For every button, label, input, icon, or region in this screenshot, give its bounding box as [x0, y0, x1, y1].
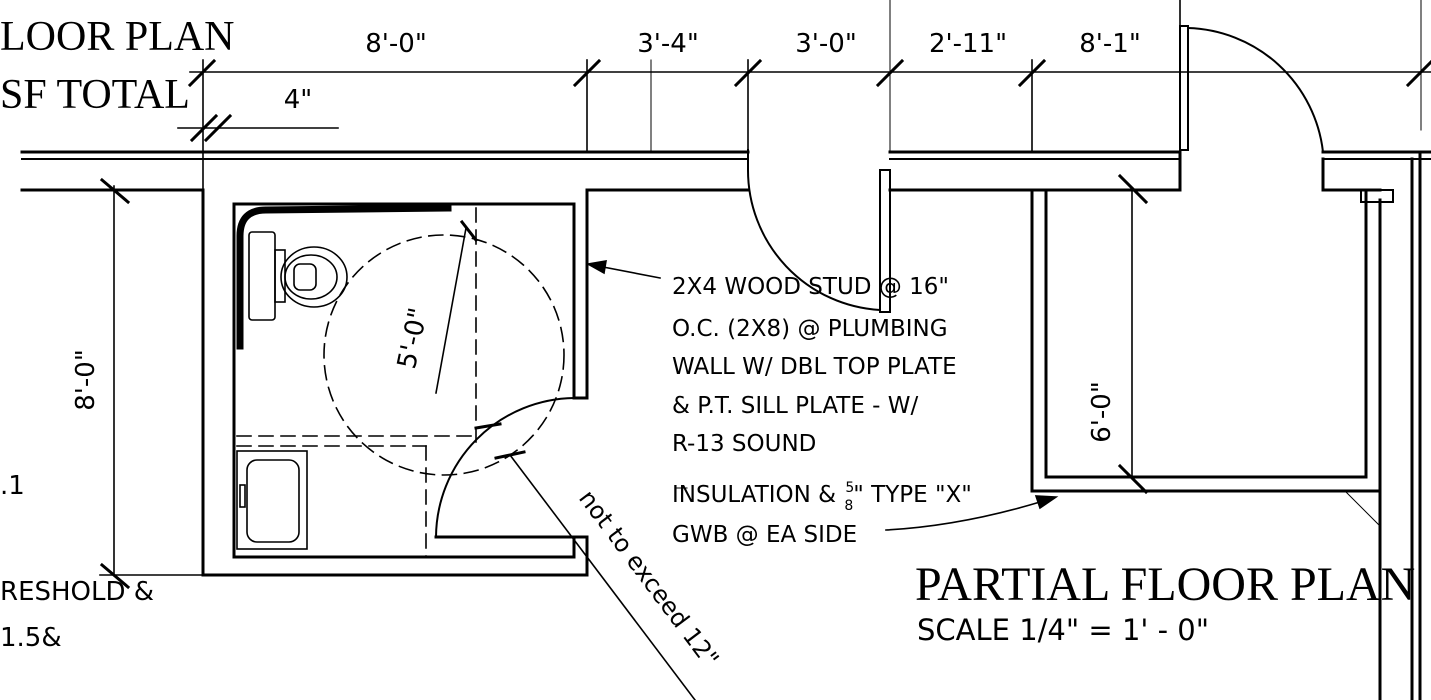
- dim-left: 8'-0": [71, 349, 101, 411]
- wall-note-frac-den: 8: [844, 498, 853, 514]
- dim-top-1: 8'-0": [365, 29, 427, 59]
- exterior-wall: [20, 150, 1431, 192]
- bathroom-walls: [201, 188, 589, 577]
- wall-note-line7: GWB @ EA SIDE: [672, 522, 857, 548]
- clearance-lines: [236, 207, 565, 558]
- title-fragment-line1: LOOR PLAN: [0, 14, 235, 60]
- hall-door: [746, 149, 891, 313]
- left-fragment-3: 1.5&: [0, 623, 62, 653]
- dim-circle: 5'-0": [392, 305, 434, 371]
- wall-note-line2: O.C. (2X8) @ PLUMBING: [672, 316, 948, 342]
- wall-note-line6: INSULATION & 5 8" TYPE "X": [672, 480, 972, 514]
- wall-note-line3: WALL W/ DBL TOP PLATE: [672, 354, 957, 380]
- wall-note-line5: R-13 SOUND: [672, 431, 816, 457]
- door-note: not to exceed 12": [573, 485, 724, 673]
- grab-bar: [236, 204, 452, 350]
- dim-top-2: 3'-4": [637, 29, 699, 59]
- wall-note-leader-2: [885, 495, 1059, 531]
- title-fragment-line2: SF TOTAL: [0, 72, 190, 118]
- wall-note-line6-prefix: INSULATION &: [672, 482, 843, 508]
- dim-small: 4": [284, 85, 313, 115]
- top-dimension-string: [187, 0, 1431, 576]
- left-fragment-1: .1: [0, 471, 25, 501]
- hatch-lines: [1344, 490, 1381, 527]
- right-dimension: [1117, 173, 1149, 495]
- dim-right: 6'-0": [1087, 381, 1117, 443]
- door-note-leader: [508, 453, 697, 700]
- tub-icon: [236, 450, 308, 550]
- small-dimension: [177, 113, 339, 143]
- plan-scale: SCALE 1/4" = 1' - 0": [917, 613, 1209, 647]
- entry-door: [1179, 25, 1325, 154]
- right-room-walls: [1030, 150, 1422, 700]
- plan-title: PARTIAL FLOOR PLAN: [915, 558, 1415, 611]
- dim-top-4: 2'-11": [929, 29, 1007, 59]
- wall-note-line6-suffix: " TYPE "X": [853, 482, 972, 508]
- dim-top-5: 8'-1": [1079, 29, 1141, 59]
- radius-tick: [459, 219, 479, 243]
- left-fragment-2: RESHOLD &: [0, 577, 154, 607]
- toilet-icon: [248, 231, 348, 321]
- radius-line: [435, 227, 467, 394]
- wall-note-line4: & P.T. SILL PLATE - W/: [672, 393, 919, 419]
- wall-note-leader: [585, 260, 661, 279]
- dim-top-3: 3'-0": [795, 29, 857, 59]
- bathroom-door: [434, 396, 576, 539]
- wall-note-line1: 2X4 WOOD STUD @ 16": [672, 274, 949, 300]
- left-dimension: [99, 177, 204, 590]
- wall-note-frac-num: 5: [845, 480, 854, 496]
